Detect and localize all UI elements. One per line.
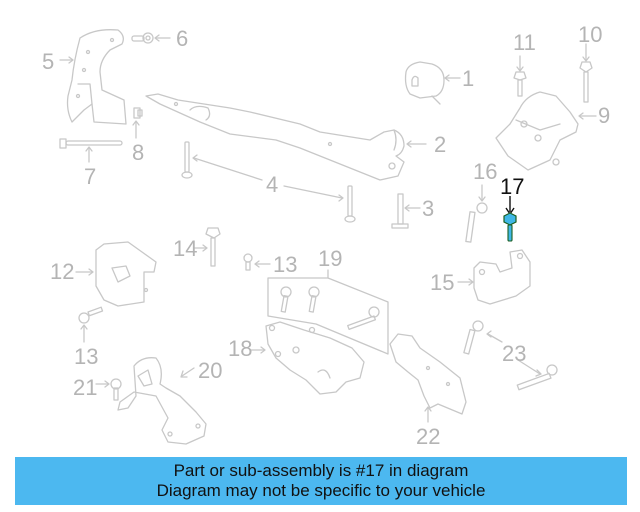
callout-22[interactable]: 22	[416, 424, 441, 449]
part-5-bracket[interactable]	[66, 29, 127, 125]
parts-diagram	[59, 29, 597, 445]
callout-1[interactable]: 1	[462, 66, 475, 91]
callout-5[interactable]: 5	[42, 49, 55, 74]
part-2-crossmember[interactable]	[145, 93, 405, 181]
part-21-bolt[interactable]	[110, 378, 122, 401]
callout-12[interactable]: 12	[50, 259, 75, 284]
part-16-bolt[interactable]	[465, 202, 488, 243]
part-11-bolt[interactable]	[513, 71, 527, 97]
part-17-highlighted-bolt[interactable]	[503, 196, 517, 242]
part-14-bolt[interactable]	[205, 227, 221, 267]
banner-part-line: Part or sub-assembly is #17 in diagram	[173, 461, 469, 480]
callout-14[interactable]: 14	[173, 236, 198, 261]
callout-11[interactable]: 11	[513, 30, 536, 55]
callout-13b[interactable]: 13	[74, 344, 99, 369]
part-23-bolt-lower[interactable]	[516, 364, 558, 391]
callout-13a[interactable]: 13	[273, 252, 298, 277]
part-22-bracket[interactable]	[389, 333, 467, 415]
part-12-mount[interactable]	[95, 241, 157, 307]
part-1-mount[interactable]	[404, 61, 445, 105]
callout-4[interactable]: 4	[266, 172, 279, 197]
callout-16[interactable]: 16	[473, 159, 498, 184]
callout-7[interactable]: 7	[84, 164, 97, 189]
part-18-bracket[interactable]	[265, 321, 365, 395]
callout-17[interactable]: 17	[500, 174, 525, 199]
part-10-bolt[interactable]	[579, 61, 593, 103]
callout-18[interactable]: 18	[228, 336, 253, 361]
part-20-mount[interactable]	[117, 357, 207, 445]
callout-20[interactable]: 20	[198, 358, 223, 383]
callout-10[interactable]: 10	[578, 22, 603, 47]
info-banner: Part or sub-assembly is #17 in diagram D…	[15, 457, 627, 505]
callout-2[interactable]: 2	[434, 132, 447, 157]
callout-23[interactable]: 23	[502, 341, 527, 366]
banner-disclaimer-line: Diagram may not be specific to your vehi…	[156, 481, 486, 500]
callout-8[interactable]: 8	[132, 140, 145, 165]
part-23-bolt-upper[interactable]	[463, 320, 484, 355]
part-8-nut[interactable]	[133, 107, 143, 119]
callout-19[interactable]: 19	[318, 246, 343, 271]
callout-21[interactable]: 21	[73, 375, 98, 400]
part-15-mount[interactable]	[473, 249, 531, 305]
part-19-kit-box	[267, 277, 389, 355]
part-6-bolt[interactable]	[131, 32, 154, 44]
part-7-bolt[interactable]	[59, 138, 123, 149]
part-9-mount[interactable]	[495, 91, 579, 171]
callout-3[interactable]: 3	[422, 196, 435, 221]
callout-15[interactable]: 15	[430, 270, 455, 295]
part-13-bolt-lower[interactable]	[78, 306, 104, 324]
callout-9[interactable]: 9	[598, 103, 611, 128]
part-19-bolts[interactable]	[280, 286, 380, 330]
part-4-bolt-left[interactable]	[181, 141, 193, 179]
part-3-stud[interactable]	[391, 193, 409, 229]
part-13-bolt-upper[interactable]	[243, 253, 253, 271]
part-4-bolt-right[interactable]	[344, 185, 356, 223]
callout-6[interactable]: 6	[176, 26, 189, 51]
